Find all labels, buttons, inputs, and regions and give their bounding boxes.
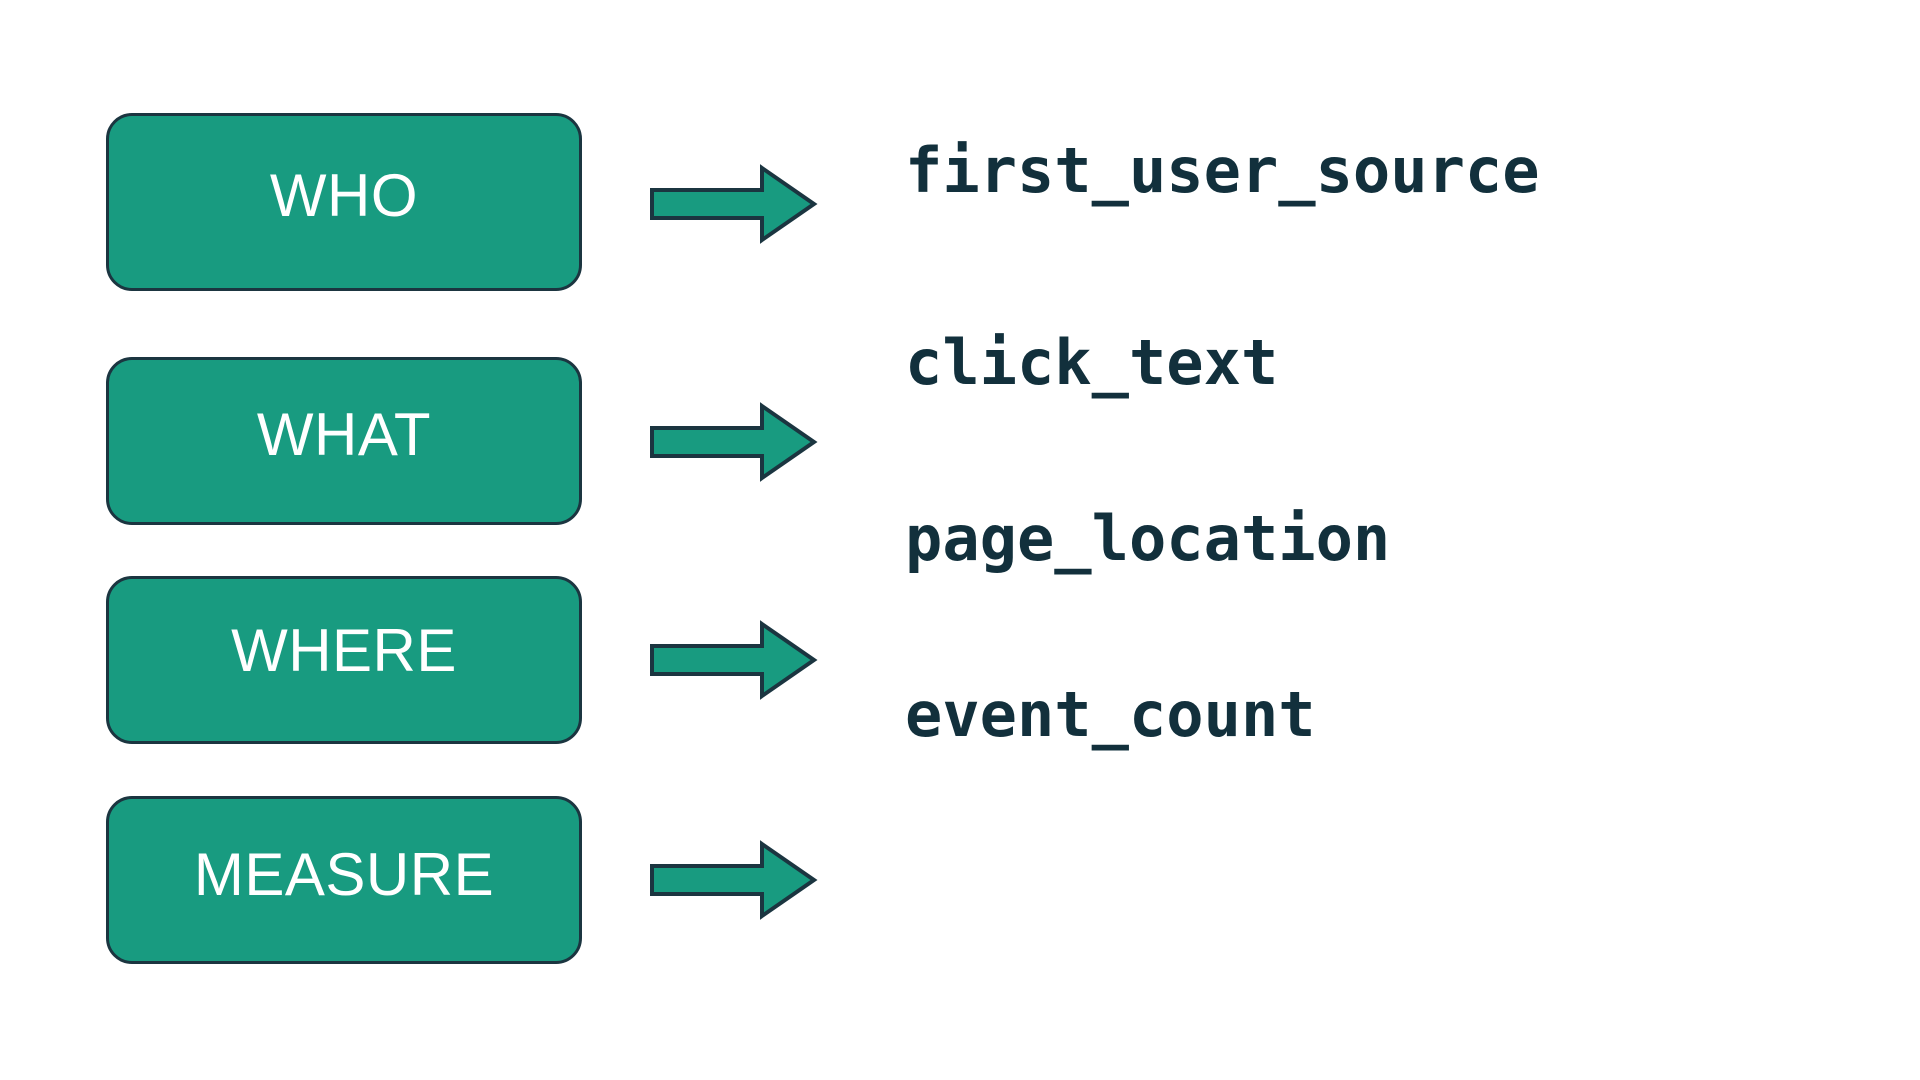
right-arrow-icon [650,402,818,482]
right-arrow-icon [650,164,818,244]
concept-box-where[interactable]: WHERE [106,576,582,744]
concept-box-who[interactable]: WHO [106,113,582,291]
field-name-measure: event_count [905,678,1316,751]
right-arrow-icon [650,840,818,920]
field-name-where: page_location [905,502,1391,575]
right-arrow-icon [650,620,818,700]
concept-box-label: MEASURE [193,841,495,908]
concept-box-measure[interactable]: MEASURE [106,796,582,964]
concept-box-what[interactable]: WHAT [106,357,582,525]
concept-box-label: WHAT [256,401,432,468]
concept-box-label: WHO [269,162,419,229]
concept-box-label: WHERE [231,617,457,684]
field-name-what: click_text [905,326,1279,399]
field-name-who: first_user_source [905,134,1540,207]
